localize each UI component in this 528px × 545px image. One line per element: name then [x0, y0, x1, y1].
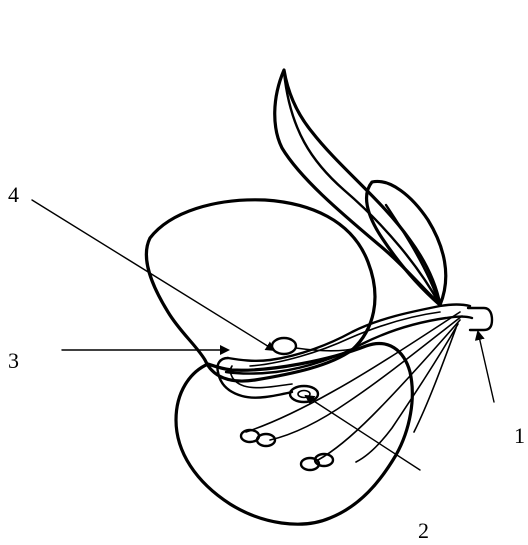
plumule-leaf-large-vein [284, 72, 440, 305]
plumule-leaf-large [275, 70, 440, 305]
inner-oval [290, 386, 318, 402]
label-2: 2 [418, 520, 429, 542]
leader-line-1 [478, 332, 494, 402]
label-4: 4 [8, 184, 19, 206]
leader-line-2 [306, 396, 420, 470]
label-1: 1 [514, 425, 525, 447]
leader-line-4 [32, 200, 274, 350]
filament-5 [414, 328, 456, 432]
axis-hook [217, 358, 292, 398]
filament-3 [318, 320, 460, 460]
small-bud [272, 338, 296, 354]
label-3: 3 [8, 350, 19, 372]
inner-oval-core [298, 391, 310, 398]
